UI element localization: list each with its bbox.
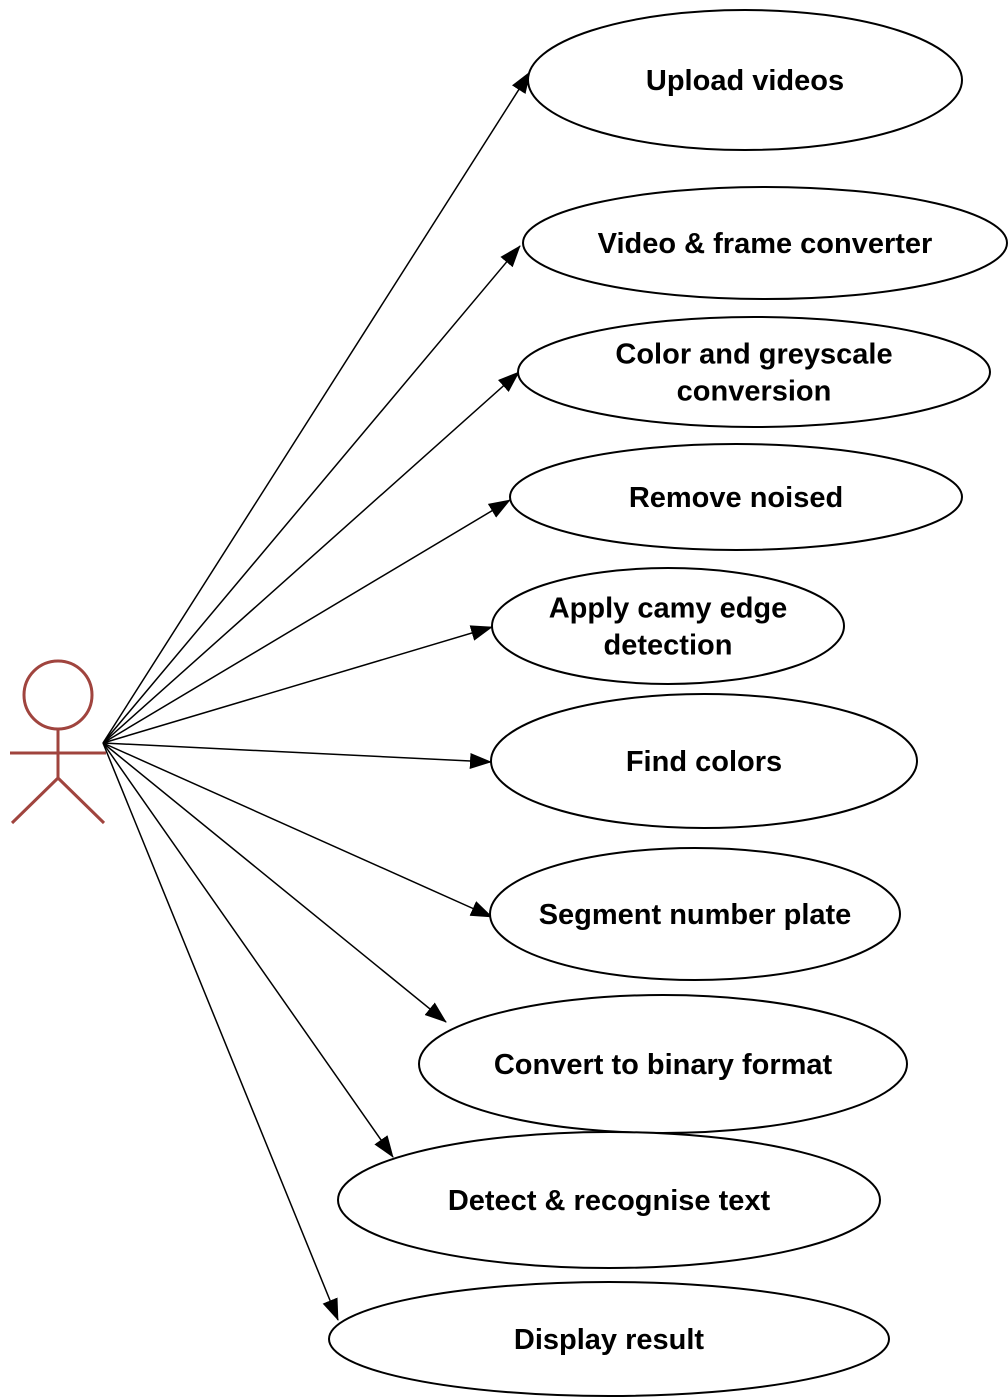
actor-head xyxy=(22,659,94,731)
use-case-ellipse xyxy=(337,1131,881,1269)
use-case-find-colors: Find colors xyxy=(490,693,918,829)
use-case-label: Remove noised xyxy=(629,482,843,514)
use-case-segment-number-plate: Segment number plate xyxy=(489,847,901,981)
use-case-label: Detect & recognise text xyxy=(448,1185,771,1217)
association-arrow-color-greyscale-conversion xyxy=(102,371,520,744)
use-case-label: detection xyxy=(604,630,733,662)
association-arrow-detect-recognise-text xyxy=(102,742,394,1158)
use-case-ellipse xyxy=(527,9,963,151)
use-case-ellipse xyxy=(517,316,991,428)
actor-right-leg xyxy=(56,776,106,825)
use-case-ellipse xyxy=(509,443,963,551)
association-arrow-upload-videos xyxy=(102,71,531,744)
association-arrow-apply-camy-edge-detection xyxy=(102,625,493,744)
association-arrow-segment-number-plate xyxy=(102,742,493,918)
use-case-ellipse xyxy=(489,847,901,981)
use-case-label: Find colors xyxy=(626,746,782,778)
use-case-ellipse xyxy=(491,567,845,685)
use-case-label: Apply camy edge xyxy=(549,593,788,625)
use-case-apply-camy-edge-detection: Apply camy edge detection xyxy=(491,567,845,685)
association-arrow-find-colors xyxy=(102,742,492,769)
use-case-ellipse xyxy=(522,186,1008,300)
use-case-label: Convert to binary format xyxy=(494,1049,833,1081)
use-case-label: Color and greyscale xyxy=(615,339,892,371)
use-case-video-frame-converter: Video & frame converter xyxy=(522,186,1008,300)
actor-stick-figure xyxy=(10,659,106,825)
use-case-label: Video & frame converter xyxy=(598,228,933,260)
use-case-label: conversion xyxy=(677,376,832,408)
use-case-color-greyscale-conversion: Color and greyscale conversion xyxy=(517,316,991,428)
association-arrow-convert-to-binary-format xyxy=(102,742,447,1023)
use-case-convert-to-binary-format: Convert to binary format xyxy=(418,994,908,1134)
use-case-label: Upload videos xyxy=(646,65,844,97)
actor-left-leg xyxy=(10,776,60,825)
use-case-label: Segment number plate xyxy=(539,899,852,931)
use-case-remove-noised: Remove noised xyxy=(509,443,963,551)
use-case-ellipse xyxy=(490,693,918,829)
use-case-display-result: Display result xyxy=(328,1281,890,1397)
use-case-upload-videos: Upload videos xyxy=(527,9,963,151)
use-case-detect-recognise-text: Detect & recognise text xyxy=(337,1131,881,1269)
association-arrow-remove-noised xyxy=(102,499,511,744)
association-arrow-display-result xyxy=(102,742,339,1321)
use-case-label: Display result xyxy=(514,1324,705,1356)
association-lines xyxy=(102,71,531,1321)
use-case-ellipse xyxy=(328,1281,890,1397)
association-arrow-video-frame-converter xyxy=(102,245,521,744)
